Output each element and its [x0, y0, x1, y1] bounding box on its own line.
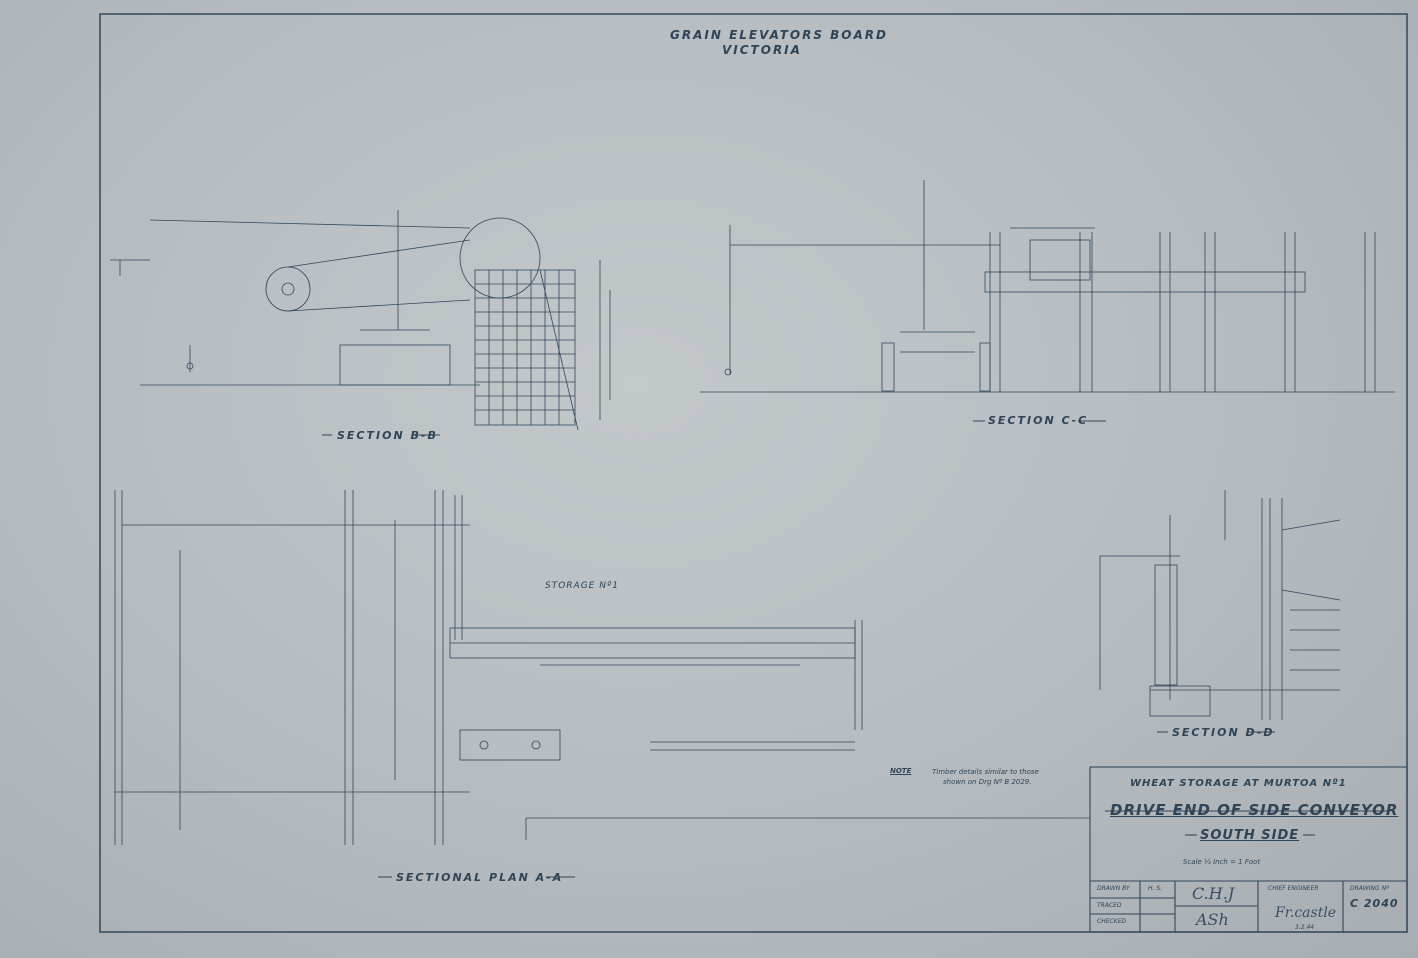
state-title: VICTORIA [722, 43, 802, 57]
date-text: 3.2.44 [1295, 924, 1315, 931]
section-c-c-drawing [700, 180, 1395, 393]
organisation-title: GRAIN ELEVATORS BOARD [670, 28, 888, 42]
note-line-1: Timber details similar to those [932, 768, 1039, 776]
chief-engineer-signature: Fr.castle [1275, 905, 1337, 921]
note-label: NOTE [890, 767, 912, 775]
checked-initials-2: ASh [1196, 910, 1229, 929]
drawing-no: C 2040 [1350, 897, 1399, 910]
checked-initials-1: C.H.J [1192, 884, 1235, 903]
section-d-d-drawing [1099, 490, 1341, 720]
scale-text: Scale ½ Inch = 1 Foot [1183, 858, 1261, 866]
section-c-c-label: SECTION C-C [988, 414, 1089, 427]
title-line-3: SOUTH SIDE [1200, 828, 1300, 843]
storage-label: STORAGE Nº1 [545, 581, 619, 591]
title-line-1: WHEAT STORAGE AT MURTOA Nº1 [1130, 778, 1347, 789]
section-b-b-drawing [110, 210, 611, 431]
section-d-d-label: SECTION D-D [1172, 726, 1275, 739]
chief-engineer-label: CHIEF ENGINEER [1268, 885, 1319, 892]
title-line-2: DRIVE END OF SIDE CONVEYOR [1110, 801, 1399, 819]
title-block-frame [1089, 766, 1408, 933]
checked-label: CHECKED [1097, 918, 1127, 925]
drawing-no-label: DRAWING Nº [1350, 885, 1389, 892]
section-b-b-label: SECTION B-B [337, 429, 438, 442]
traced-label: TRACED [1097, 902, 1122, 909]
sectional-plan-a-a-drawing [114, 490, 1090, 845]
note-line-2: shown on Drg Nº B 2029. [943, 778, 1032, 786]
drawn-by-value: H. S. [1148, 885, 1163, 892]
sectional-plan-a-a-label: SECTIONAL PLAN A-A [396, 871, 564, 884]
drawing-border [99, 13, 1408, 933]
drawn-by-label: DRAWN BY [1097, 885, 1130, 892]
